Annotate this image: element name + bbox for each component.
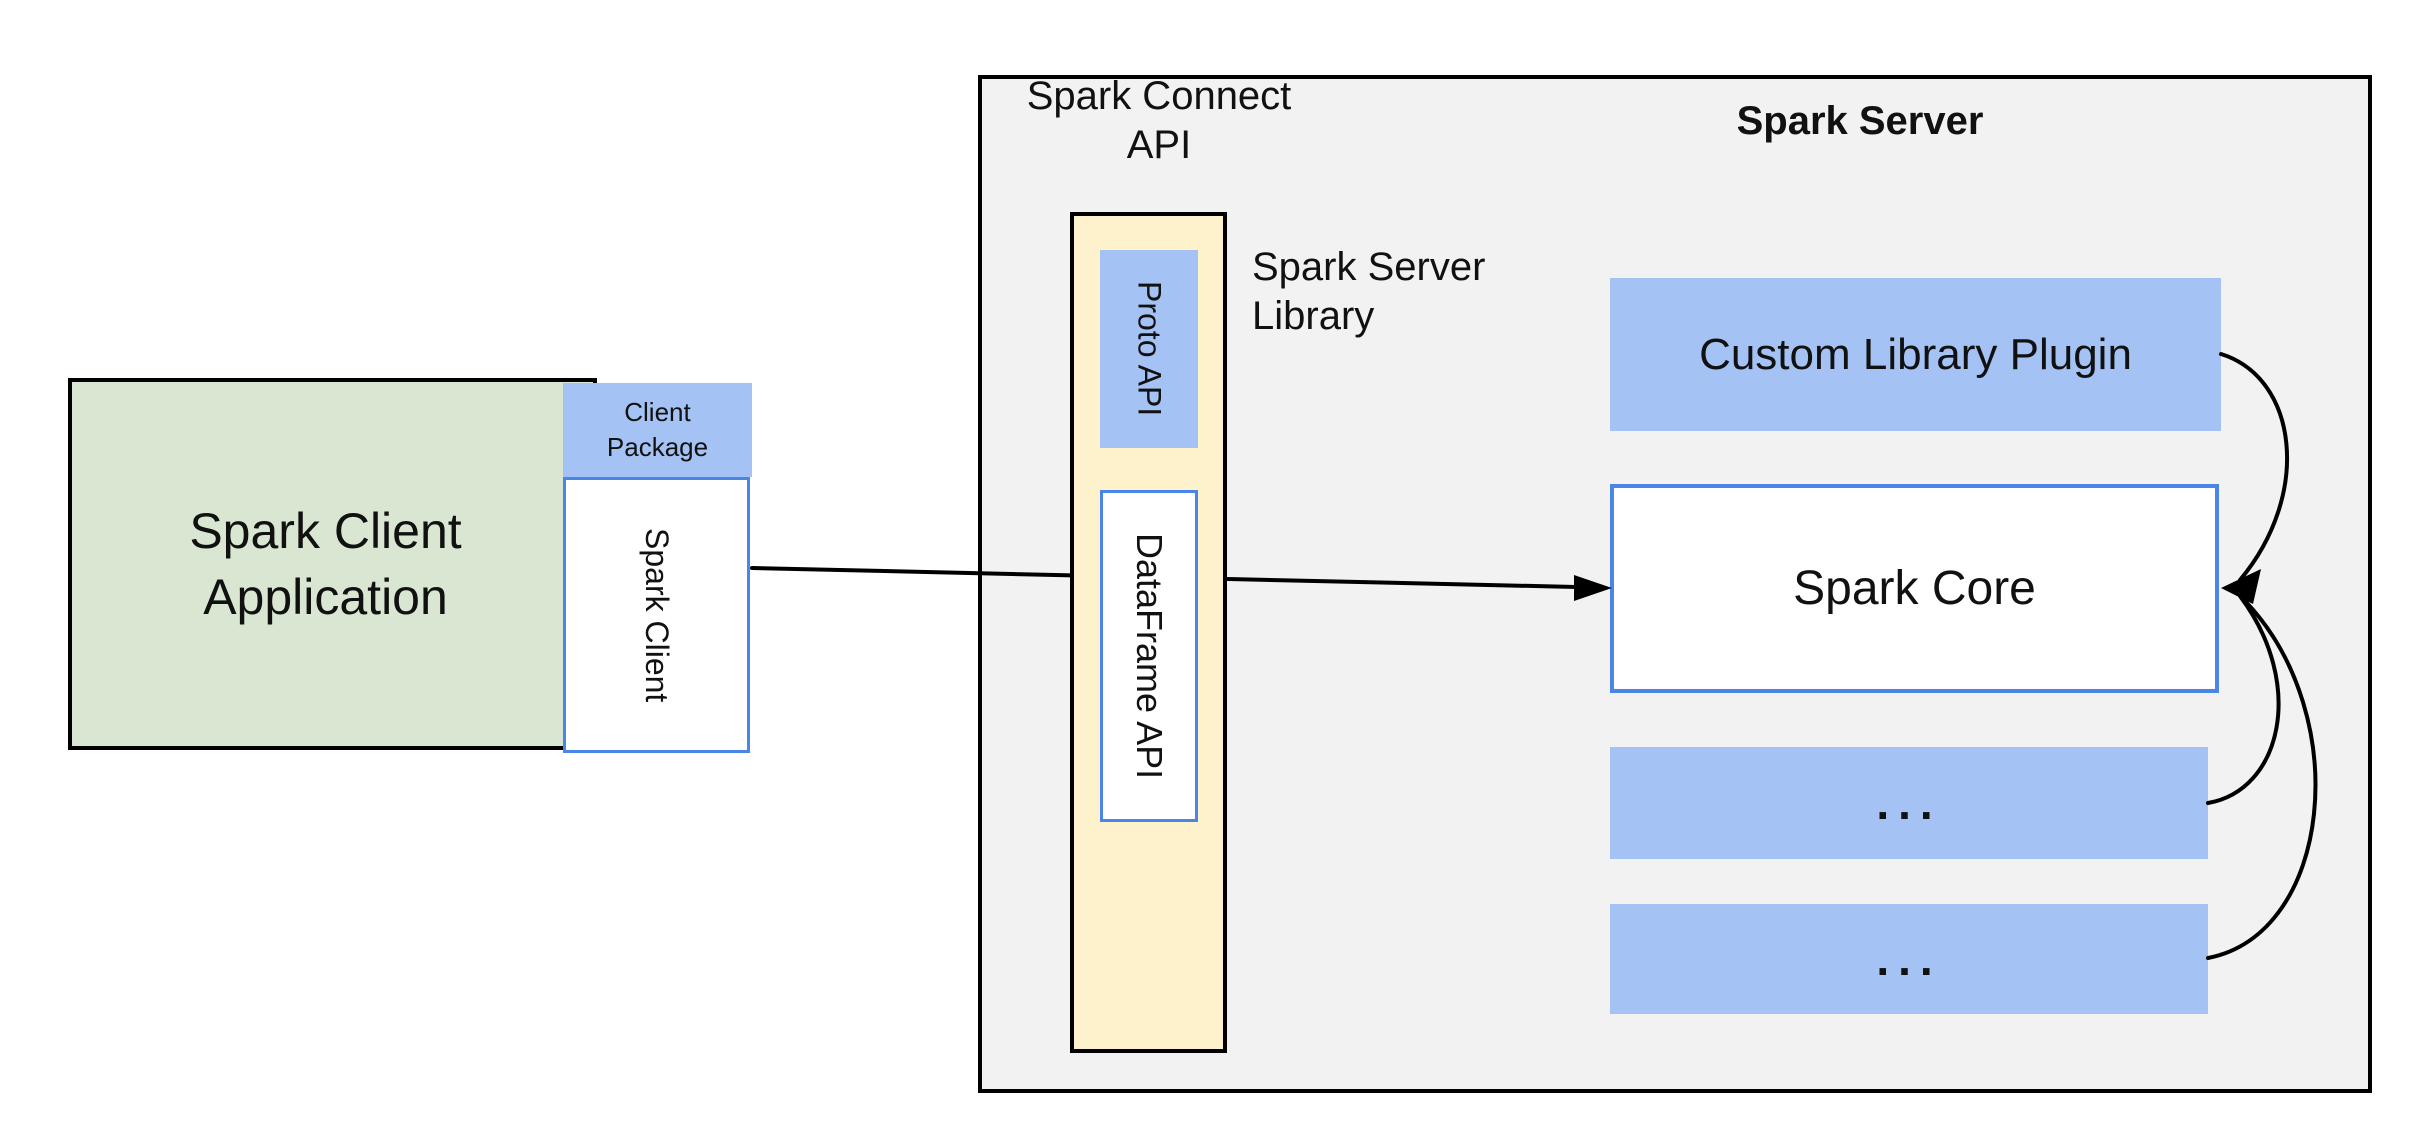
plugin-slot-2-label: ... [1876, 933, 1942, 985]
proto-api-box: Proto API [1100, 250, 1198, 448]
spark-connect-api-label-line1: Spark Connect [1026, 74, 1292, 118]
dataframe-api-box: DataFrame API [1100, 490, 1198, 822]
spark-connect-api-label: Spark Connect API [989, 72, 1329, 170]
spark-client-application-box: Spark Client Application [68, 378, 597, 750]
spark-core-box: Spark Core [1610, 484, 2219, 693]
proto-api-label: Proto API [1131, 281, 1168, 417]
spark-client-box: Spark Client [563, 477, 750, 753]
plugin-slot-2-box: ... [1610, 904, 2208, 1014]
spark-connect-api-label-line2: API [1126, 123, 1192, 167]
spark-server-title: Spark Server [1660, 97, 2060, 146]
custom-library-plugin-label: Custom Library Plugin [1699, 329, 2132, 379]
client-package-label-line1: Client [624, 397, 691, 427]
spark-server-title-text: Spark Server [1736, 99, 1984, 143]
spark-server-library-label: Spark Server Library [1252, 243, 1485, 341]
client-package-label-line2: Package [606, 432, 709, 462]
custom-library-plugin-box: Custom Library Plugin [1610, 278, 2221, 431]
spark-server-library-label-line1: Spark Server [1252, 245, 1486, 289]
spark-core-label: Spark Core [1793, 562, 2036, 615]
client-package-header: Client Package [563, 383, 752, 477]
spark-server-library-label-line2: Library [1252, 294, 1375, 338]
plugin-slot-1-box: ... [1610, 747, 2208, 859]
spark-client-application-label-line2: Application [203, 569, 448, 625]
spark-client-label: Spark Client [639, 527, 675, 703]
dataframe-api-label: DataFrame API [1129, 532, 1170, 780]
spark-client-application-label-line1: Spark Client [189, 503, 462, 559]
plugin-slot-1-label: ... [1876, 777, 1942, 829]
